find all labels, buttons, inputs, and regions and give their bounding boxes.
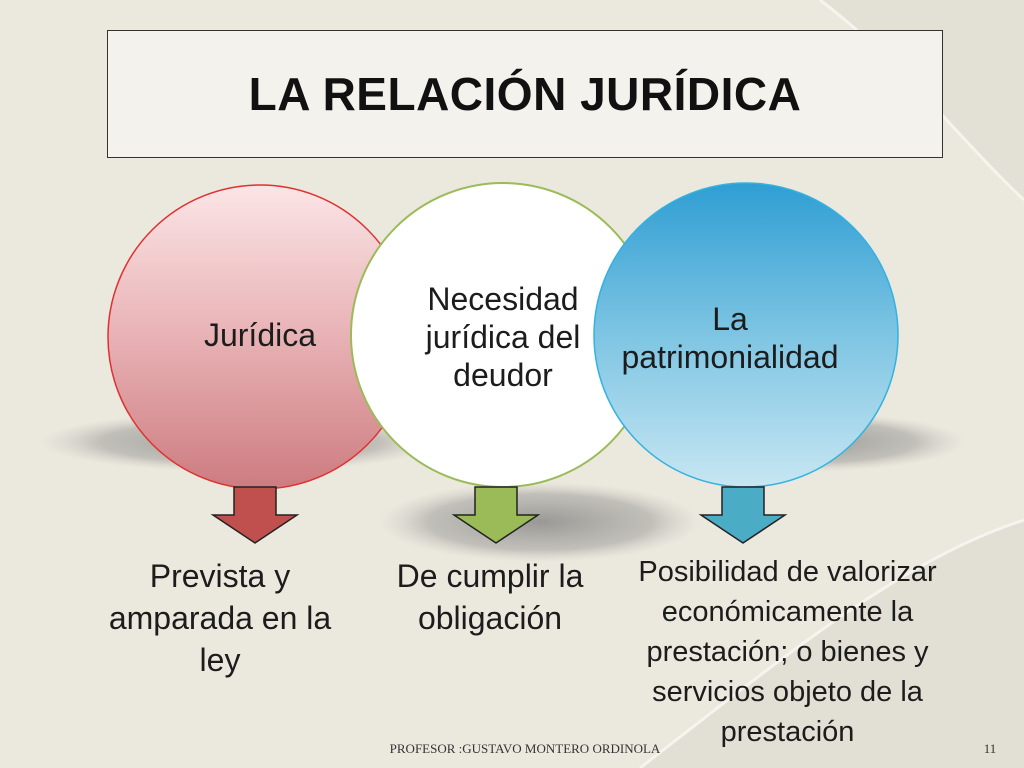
circle-label-juridica: Jurídica bbox=[203, 317, 317, 353]
page-number: 11 bbox=[983, 741, 997, 756]
down-arrow-icon bbox=[698, 486, 788, 544]
circle-label-necesidad: Necesidad jurídica del deudor bbox=[425, 281, 581, 393]
description-juridica: Prevista y amparada en la ley bbox=[108, 558, 332, 678]
title-box: LA RELACIÓN JURÍDICA bbox=[107, 30, 943, 158]
footer-author: PROFESOR :GUSTAVO MONTERO ORDINOLA bbox=[389, 741, 661, 756]
circle-shadow bbox=[380, 482, 700, 562]
decor-curve bbox=[640, 520, 1024, 768]
down-arrow-icon bbox=[451, 486, 541, 544]
slide-title: LA RELACIÓN JURÍDICA bbox=[248, 68, 802, 120]
down-arrow-icon bbox=[210, 486, 300, 544]
description-necesidad: De cumplir la obligación bbox=[396, 558, 584, 636]
decor-line bbox=[639, 518, 1024, 768]
circle-label-patrimonialidad: La patrimonialidad bbox=[621, 301, 839, 375]
description-patrimonialidad: Posibilidad de valorizar económicamente … bbox=[638, 556, 937, 748]
decor-curve bbox=[820, 0, 1024, 200]
